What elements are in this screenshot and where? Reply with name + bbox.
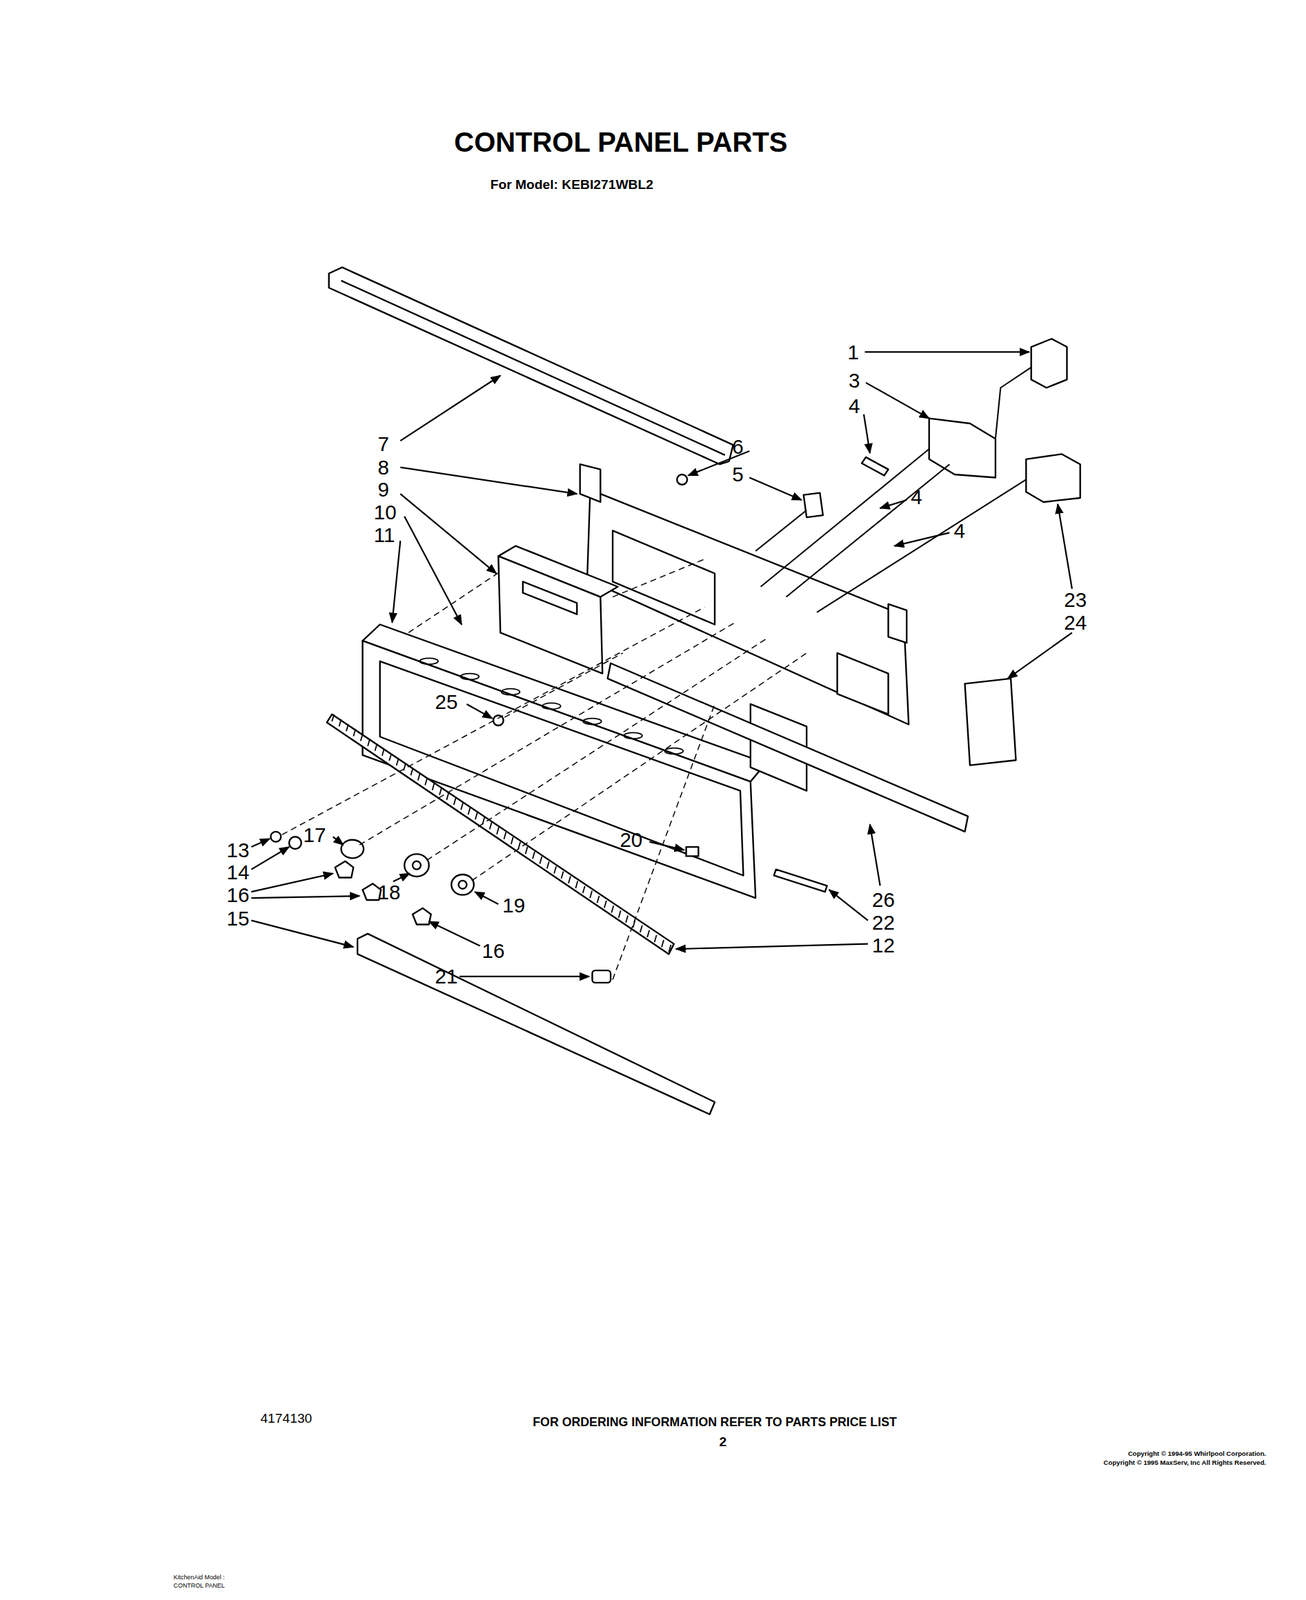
grille-slot	[453, 798, 457, 806]
callout-number: 24	[1063, 611, 1087, 635]
callout-number: 21	[435, 965, 459, 989]
grille-slot	[432, 783, 435, 790]
grille-slot	[589, 891, 592, 899]
grille-slot	[439, 787, 442, 795]
grille-slot	[647, 930, 650, 938]
grille-slot	[375, 743, 378, 751]
callout-number: 26	[872, 889, 895, 913]
grille-slot	[539, 856, 542, 864]
callout-number: 1	[847, 340, 859, 364]
grille-slot	[640, 925, 643, 933]
grille-slot	[661, 940, 664, 948]
grille-slot	[396, 758, 399, 766]
copyright-note: Copyright © 1994-95 Whirlpool Corporatio…	[1128, 1450, 1266, 1458]
callout-number: 6	[731, 436, 744, 459]
callout-number: 5	[731, 463, 744, 487]
callout-number: 16	[226, 884, 250, 908]
callout-number: 7	[378, 433, 390, 457]
grille-slot	[597, 896, 600, 904]
grille-slot	[625, 915, 628, 923]
grille-slot	[360, 734, 363, 741]
grille-slot	[382, 749, 385, 757]
callout-number: 10	[373, 501, 397, 525]
grille-slot	[553, 866, 557, 874]
grille-slot	[547, 861, 550, 869]
model-label: For Model: KEBI271WBL2	[490, 177, 654, 192]
callout-number: 4	[848, 395, 860, 419]
footer-note: CONTROL PANEL	[173, 1583, 225, 1591]
callout-number: 16	[482, 940, 506, 964]
grille-slot	[604, 901, 607, 908]
callout-number: 18	[378, 881, 401, 904]
grille-slot	[489, 822, 492, 830]
callout-number: 25	[435, 691, 459, 715]
grille-slot	[418, 773, 421, 781]
grille-slot	[475, 812, 478, 820]
grille-slot	[346, 724, 349, 732]
grille-slot	[668, 945, 671, 953]
callout-number: 14	[226, 861, 250, 885]
grille-slot	[367, 738, 370, 746]
callout-number: 9	[378, 478, 390, 502]
grille-slot	[654, 935, 657, 943]
callout-number: 4	[910, 486, 922, 510]
grille-slot	[496, 827, 499, 835]
grille-slot	[575, 881, 578, 889]
grille-slot	[561, 871, 564, 879]
callout-number: 22	[872, 912, 895, 935]
caption: FOR ORDERING INFORMATION REFER TO PARTS …	[532, 1416, 897, 1431]
callout-number: 23	[1063, 589, 1087, 612]
callout-number: 4	[953, 519, 965, 543]
grille-slot	[468, 807, 471, 815]
callout-number: 20	[619, 829, 643, 853]
callout-number: 19	[502, 894, 526, 918]
grille-slot	[532, 852, 535, 859]
page-number: 2	[719, 1435, 728, 1451]
grille-slot	[389, 754, 392, 761]
callout-number: 11	[373, 523, 396, 547]
grille-slot	[410, 768, 413, 776]
callout-number: 17	[303, 823, 327, 847]
grille-slot	[518, 842, 521, 850]
grille-slot	[331, 714, 334, 722]
grille-slot	[424, 778, 428, 786]
document-number: 4174130	[260, 1412, 312, 1427]
grille-slot	[503, 832, 506, 839]
callout-number: 13	[226, 839, 250, 863]
grille-slot	[618, 910, 621, 918]
grille-slot	[511, 837, 514, 845]
title: CONTROL PANEL PARTS	[453, 127, 788, 158]
grille-slot	[582, 886, 586, 894]
grille-slot	[339, 719, 342, 727]
grille-slot	[568, 876, 571, 884]
grille-slot	[446, 793, 449, 801]
grille-slot	[460, 803, 463, 810]
callout-number: 3	[848, 369, 860, 393]
copyright-note: Copyright © 1995 MaxServ, Inc All Rights…	[1103, 1459, 1267, 1468]
grille-slot	[525, 847, 528, 855]
grille-slot	[611, 905, 614, 913]
footer-note: KitchenAid Model :	[173, 1575, 225, 1582]
callout-number: 12	[872, 934, 895, 957]
callout-number: 8	[378, 456, 390, 480]
grille-slot	[353, 729, 356, 737]
callout-number: 15	[226, 907, 250, 931]
